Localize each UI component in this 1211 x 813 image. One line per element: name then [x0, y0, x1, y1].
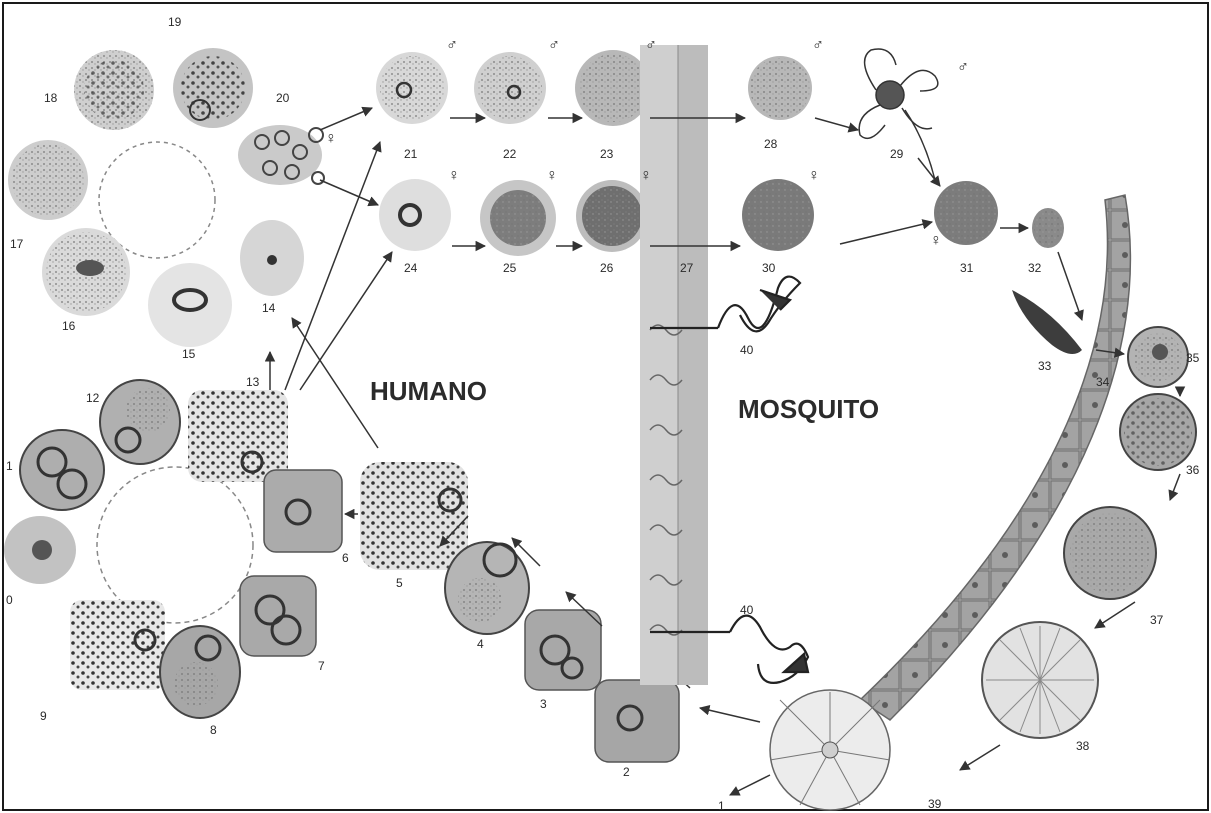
stage-28-cell — [748, 56, 812, 120]
stage-37-oocyst — [1064, 507, 1156, 599]
stage-13-cell — [188, 390, 288, 482]
stage-26-cell — [576, 180, 648, 252]
mosquito-label: MOSQUITO — [738, 394, 879, 424]
stage-number-36: 36 — [1186, 463, 1200, 477]
stage-number-16: 16 — [62, 319, 76, 333]
stage-number-20: 20 — [276, 91, 290, 105]
stage-15-cell — [148, 263, 232, 347]
stage-3-cell — [525, 610, 601, 690]
stage-38-oocyst — [982, 622, 1098, 738]
stage-number-4: 4 — [477, 637, 484, 651]
female-symbol: ♀ — [546, 167, 558, 184]
stage-4-cell — [445, 542, 529, 634]
stage-number-12: 12 — [86, 391, 100, 405]
stage-8-cell — [160, 626, 240, 718]
stage-number-7: 7 — [318, 659, 325, 673]
stage-12-cell — [100, 380, 180, 464]
stage-18-cell — [74, 50, 154, 130]
human-label: HUMANO — [370, 376, 487, 406]
stage-39-ruptured-oocyst — [770, 690, 890, 810]
stage-9-cell — [70, 600, 165, 690]
stage-number-10: 0 — [6, 593, 13, 607]
stage-number-18: 18 — [44, 91, 58, 105]
stage-number-17: 17 — [10, 237, 24, 251]
stage-number-6: 6 — [342, 551, 349, 565]
stage-number-9: 9 — [40, 709, 47, 723]
stage-number-40-upper: 40 — [740, 343, 754, 357]
stage-6-cell — [264, 470, 342, 552]
female-symbol: ♀ — [930, 232, 942, 249]
stage-number-25: 25 — [503, 261, 517, 275]
stage-number-34: 34 — [1096, 375, 1110, 389]
female-symbol: ♀ — [325, 130, 337, 147]
stage-32-cell — [1032, 208, 1064, 248]
stage-number-24: 24 — [404, 261, 418, 275]
stage-21-cell — [376, 52, 448, 124]
stage-number-27: 27 — [680, 261, 694, 275]
female-symbol: ♀ — [448, 167, 460, 184]
stage-number-37: 37 — [1150, 613, 1164, 627]
stage-23-cell — [575, 50, 651, 126]
stage-11-cell — [20, 430, 104, 510]
stage-number-3: 3 — [540, 697, 547, 711]
stage-number-14: 14 — [262, 301, 276, 315]
stage-number-19: 19 — [168, 15, 182, 29]
stage-number-40-lower: 40 — [740, 603, 754, 617]
stage-14-cell — [240, 220, 304, 296]
stage-number-28: 28 — [764, 137, 778, 151]
stage-number-15: 15 — [182, 347, 196, 361]
stage-number-2: 2 — [623, 765, 630, 779]
stage-number-29: 29 — [890, 147, 904, 161]
stage-10-cell — [4, 516, 76, 584]
stage-number-1: 1 — [718, 799, 725, 813]
stage-17-cell — [8, 140, 88, 220]
stage-number-33: 33 — [1038, 359, 1052, 373]
stage-number-23: 23 — [600, 147, 614, 161]
stage-24-cell — [379, 179, 451, 251]
male-symbol: ♂ — [645, 37, 657, 54]
stage-2-cell — [595, 680, 679, 762]
male-symbol: ♂ — [548, 37, 560, 54]
stage-number-11: 1 — [6, 459, 13, 473]
stage-number-35: 35 — [1186, 351, 1200, 365]
male-symbol: ♂ — [812, 37, 824, 54]
stage-number-31: 31 — [960, 261, 974, 275]
stage-19-cell — [173, 48, 253, 128]
female-symbol: ♀ — [640, 167, 652, 184]
stage-31-cell — [934, 181, 998, 245]
stage-number-26: 26 — [600, 261, 614, 275]
stage-number-39: 39 — [928, 797, 942, 811]
male-symbol: ♂ — [446, 37, 458, 54]
stage-number-13: 13 — [246, 375, 260, 389]
stage-5-cell — [360, 462, 468, 570]
stage-number-32: 32 — [1028, 261, 1042, 275]
stage-number-8: 8 — [210, 723, 217, 737]
gut-wall — [640, 45, 708, 685]
stage-number-21: 21 — [404, 147, 418, 161]
stage-16-cell — [42, 228, 130, 316]
stage-number-30: 30 — [762, 261, 776, 275]
stage-number-22: 22 — [503, 147, 517, 161]
stage-36-oocyst — [1120, 394, 1196, 470]
stage-7-cell — [240, 576, 316, 656]
male-symbol: ♂ — [957, 59, 969, 76]
female-symbol: ♀ — [808, 167, 820, 184]
stage-35-oocyst — [1128, 327, 1188, 387]
stage-25-cell — [480, 180, 556, 256]
stage-30-cell — [742, 179, 814, 251]
stage-number-38: 38 — [1076, 739, 1090, 753]
stage-number-5: 5 — [396, 576, 403, 590]
stage-22-cell — [474, 52, 546, 124]
